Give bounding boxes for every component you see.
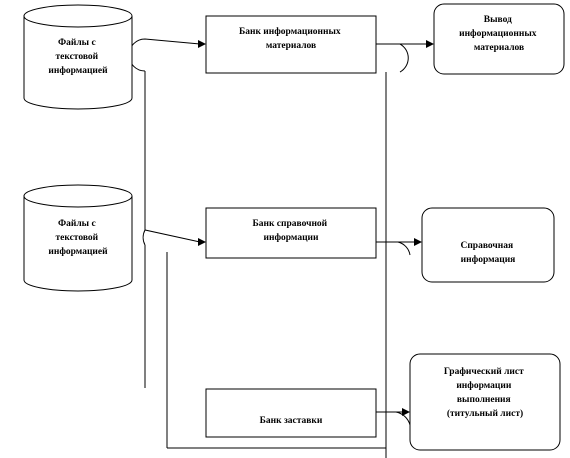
bank-1: Банк информационных материалов	[205, 15, 377, 74]
connector-bank1-out1	[376, 43, 409, 73]
output-1: Вывод информационных материалов	[433, 3, 565, 75]
cylinder-1: Файлы с текстовой информацией	[23, 4, 133, 110]
bank-1-label: Банк информационных материалов	[239, 26, 343, 51]
output-2: Справочная информация	[421, 207, 555, 283]
arrowhead	[198, 238, 206, 246]
arrowhead	[198, 40, 206, 48]
connector-cyl1-bank1	[128, 38, 201, 72]
connectors	[128, 38, 434, 458]
output-3-label: Графический лист информации выполнения (…	[444, 366, 526, 419]
output-2-label: Справочная информация	[460, 241, 515, 265]
bank-2: Банк справочной информации	[205, 207, 377, 259]
arrowhead	[414, 238, 422, 246]
bank-3: Банк заставки	[205, 388, 377, 438]
cylinder-2: Файлы с текстовой информацией	[23, 184, 133, 292]
output-1-label: Вывод информационных материалов	[459, 15, 539, 53]
connector-cyl2-bank2	[142, 229, 201, 246]
arrowhead	[426, 40, 434, 48]
bank-3-label: Банк заставки	[260, 416, 323, 426]
arrowhead	[402, 408, 410, 416]
cylinder-2-label: Файлы с текстовой информацией	[48, 218, 108, 257]
connector-bank2-out2	[376, 241, 411, 256]
output-3: Графический лист информации выполнения (…	[409, 353, 561, 451]
bank-2-label: Банк справочной информации	[252, 218, 329, 243]
cylinder-1-label: Файлы с текстовой информацией	[48, 37, 108, 76]
